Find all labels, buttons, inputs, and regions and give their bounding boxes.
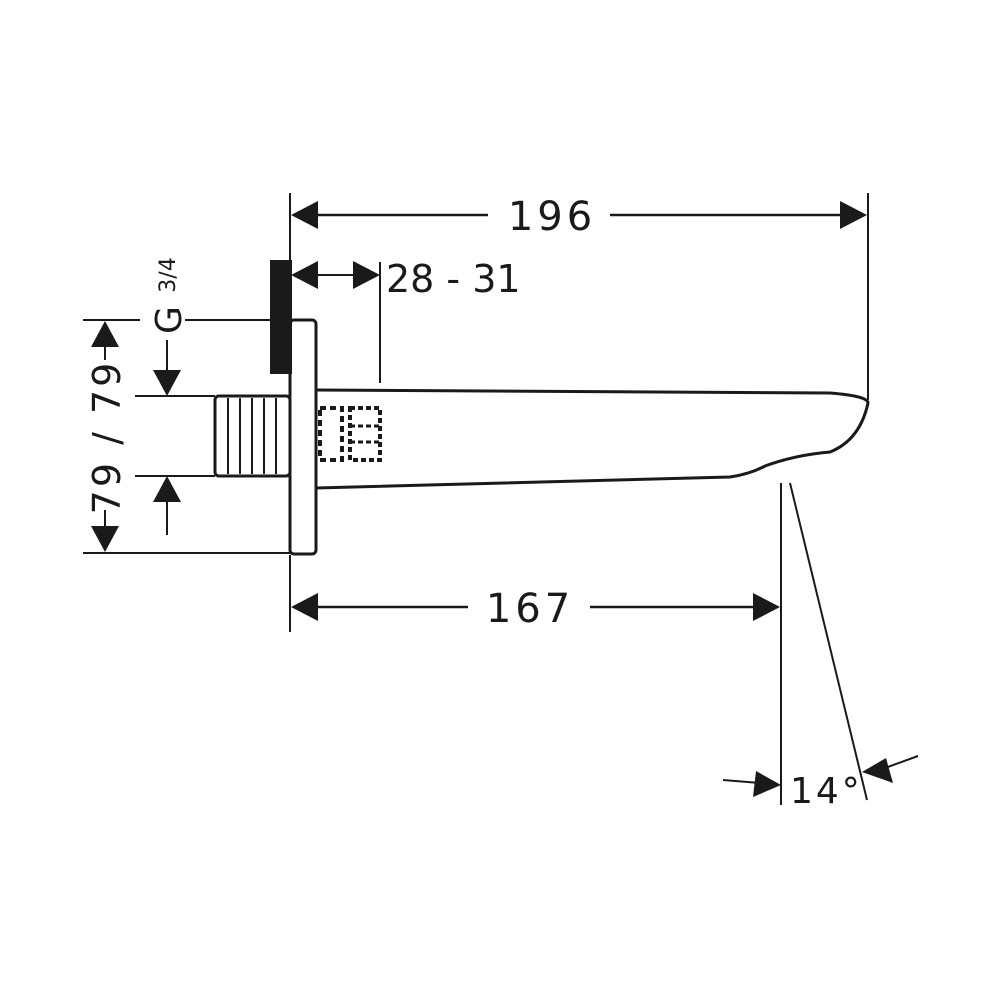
dim-196-label: 196 (508, 194, 596, 240)
dimension-79-79: 79 / 79 (83, 319, 290, 554)
threaded-connector (213, 394, 292, 478)
dimension-angle: 14° (722, 482, 919, 812)
dimension-28-31: 28 - 31 (291, 257, 521, 383)
dim-thread-size-label: 3/4 (156, 257, 181, 292)
dimension-167: 167 (289, 483, 782, 805)
dim-angle-label: 14° (790, 771, 863, 812)
dimension-196: 196 (289, 193, 869, 400)
dim-167-label: 167 (486, 586, 574, 632)
dim-thread-label: G (149, 306, 190, 334)
dimension-thread: G 3/4 (135, 257, 270, 535)
dim-79-79-label: 79 / 79 (85, 360, 129, 515)
dim-28-31-label: 28 - 31 (386, 257, 521, 301)
spout-body (315, 388, 870, 490)
